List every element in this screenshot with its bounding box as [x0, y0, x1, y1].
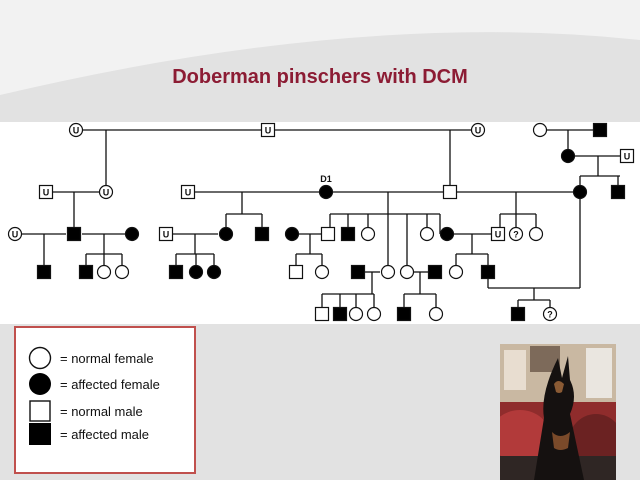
male-normal-icon: [320, 226, 336, 242]
pedigree-mark: U: [624, 152, 631, 162]
pedigree-mark: U: [12, 230, 19, 240]
female-normal-icon: [380, 264, 396, 280]
female-affected-icon: [439, 226, 455, 242]
female-normal-icon: [314, 264, 330, 280]
male-affected-icon: [396, 306, 412, 322]
male-unknown-icon: [490, 226, 506, 242]
male-affected-icon: [510, 306, 526, 322]
pedigree-mark: U: [185, 188, 192, 198]
female-normal-icon: [399, 264, 415, 280]
pedigree-mark: U: [495, 230, 502, 240]
female-affected-icon: [572, 184, 588, 200]
female-normal-icon: [114, 264, 130, 280]
female-normal-icon: [448, 264, 464, 280]
male-affected-icon: [66, 226, 82, 242]
female-affected-icon: [284, 226, 300, 242]
pedigree-mark: U: [475, 126, 482, 136]
female-affected-icon: [188, 264, 204, 280]
legend-item-normal-female: = normal female: [28, 346, 154, 370]
circle-open-icon: [28, 346, 52, 370]
female-normal-icon: [96, 264, 112, 280]
pedigree-mark: U: [73, 126, 80, 136]
legend-item-normal-male: = normal male: [28, 399, 143, 423]
legend-label: = affected male: [60, 426, 150, 442]
circle-filled-icon: [29, 373, 51, 395]
female-unknown-icon: [68, 122, 84, 138]
male-affected-icon: [340, 226, 356, 242]
female-normal-icon: [428, 306, 444, 322]
female-uncertain-icon: [508, 226, 524, 242]
legend-item-affected-female: = affected female: [28, 372, 160, 396]
male-unknown-icon: [158, 226, 174, 242]
female-normal-icon: [348, 306, 364, 322]
doberman-photo: [500, 344, 616, 480]
female-unknown-icon: [98, 184, 114, 200]
pedigree-mark: ?: [547, 310, 553, 320]
female-normal-icon: [528, 226, 544, 242]
male-affected-icon: [168, 264, 184, 280]
male-unknown-icon: [260, 122, 276, 138]
female-affected-icon: [218, 226, 234, 242]
legend-label: = normal female: [60, 350, 154, 366]
legend-box: = normal female = affected female = norm…: [14, 326, 196, 474]
female-normal-icon: [532, 122, 548, 138]
female-unknown-icon: [7, 226, 23, 242]
male-affected-icon: [427, 264, 443, 280]
pedigree-mark: U: [103, 188, 110, 198]
square-filled-icon: [29, 423, 51, 445]
female-normal-icon: [360, 226, 376, 242]
male-affected-icon: [332, 306, 348, 322]
male-unknown-icon: [180, 184, 196, 200]
female-affected-icon: [124, 226, 140, 242]
male-normal-icon: [314, 306, 330, 322]
male-normal-icon: [442, 184, 458, 200]
male-unknown-icon: [38, 184, 54, 200]
legend-label: = affected female: [60, 376, 160, 392]
male-affected-icon: [480, 264, 496, 280]
pedigree-mark: D1: [320, 174, 332, 184]
male-affected-icon: [592, 122, 608, 138]
male-normal-icon: [288, 264, 304, 280]
female-affected-icon: [318, 184, 334, 200]
male-affected-icon: [254, 226, 270, 242]
male-affected-icon: [610, 184, 626, 200]
slide-title: Doberman pinschers with DCM: [172, 66, 468, 88]
female-unknown-icon: [470, 122, 486, 138]
male-unknown-icon: [619, 148, 635, 164]
square-open-icon: [29, 400, 51, 422]
legend-item-affected-male: = affected male: [28, 422, 149, 446]
male-affected-icon: [78, 264, 94, 280]
female-affected-icon: [560, 148, 576, 164]
pedigree-mark: U: [265, 126, 272, 136]
female-uncertain-icon: [542, 306, 558, 322]
female-normal-icon: [419, 226, 435, 242]
pedigree-mark: U: [43, 188, 50, 198]
male-affected-icon: [36, 264, 52, 280]
pedigree-mark: ?: [513, 230, 519, 240]
legend-label: = normal male: [60, 403, 143, 419]
female-affected-icon: [206, 264, 222, 280]
pedigree-mark: U: [163, 230, 170, 240]
doberman-image: [500, 344, 616, 480]
male-affected-icon: [350, 264, 366, 280]
female-normal-icon: [366, 306, 382, 322]
